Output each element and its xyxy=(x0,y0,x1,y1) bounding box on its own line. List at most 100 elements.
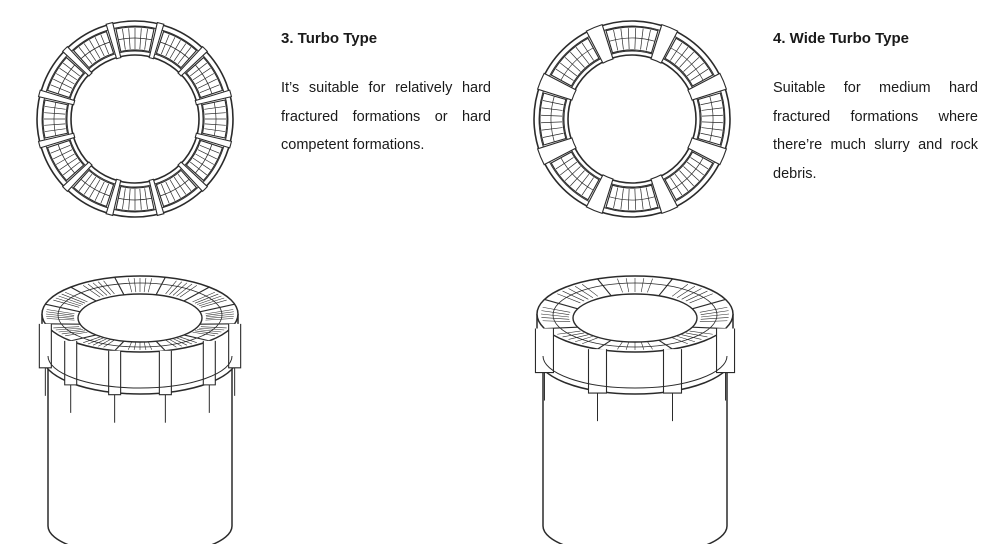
turbo-groove xyxy=(562,290,585,302)
segment-band xyxy=(160,179,190,197)
turbo-groove xyxy=(195,73,214,85)
turbo-groove xyxy=(65,331,88,337)
waterway-slot xyxy=(61,45,93,77)
turbo-groove xyxy=(542,132,564,138)
turbo-groove xyxy=(53,299,80,308)
turbo-groove xyxy=(44,106,66,110)
turbo-groove xyxy=(103,280,115,295)
turbo-groove xyxy=(179,285,198,298)
wide-turbo-type-title: 4. Wide Turbo Type xyxy=(773,30,909,47)
cutting-segment xyxy=(72,30,115,69)
turbo-groove xyxy=(44,128,66,132)
turbo-groove xyxy=(674,47,689,65)
turbo-groove xyxy=(169,339,182,347)
turbo-groove xyxy=(128,188,131,210)
turbo-groove xyxy=(647,278,653,293)
turbo-groove xyxy=(169,40,181,59)
turbo-groove xyxy=(640,28,644,50)
waterway-slot xyxy=(536,72,577,101)
turbo-groove xyxy=(189,161,207,176)
turbo-groove xyxy=(92,282,108,296)
segment-band xyxy=(709,96,714,142)
turbo-groove xyxy=(197,149,217,160)
turbo-bit-3d-diagram xyxy=(38,275,242,544)
cutting-segment xyxy=(72,169,115,208)
cutting-segment xyxy=(539,92,567,146)
turbo-groove xyxy=(53,326,80,329)
cutting-segment xyxy=(664,151,714,201)
turbo-groove xyxy=(205,311,234,316)
segment-band xyxy=(118,197,152,201)
waterway-slot xyxy=(177,161,209,193)
turbo-groove xyxy=(94,37,105,57)
turbo-groove xyxy=(701,114,723,117)
turbo-groove xyxy=(46,318,75,321)
turbo-groove xyxy=(679,51,694,68)
turbo-groove xyxy=(61,330,86,335)
turbo-groove xyxy=(199,84,220,94)
turbo-groove xyxy=(683,166,700,181)
turbo-groove xyxy=(645,187,651,209)
segment-divider xyxy=(70,334,97,342)
waterway-slot xyxy=(37,89,76,106)
segment-divider xyxy=(114,340,125,352)
turbo-groove xyxy=(128,28,131,50)
turbo-groove xyxy=(53,149,73,160)
outer-rim-inner-edge xyxy=(41,25,229,213)
turbo-type-description: It’s suitable for relatively hard fractu… xyxy=(281,80,491,153)
waterway-slot xyxy=(650,23,679,64)
cutting-segment xyxy=(201,99,228,139)
turbo-groove xyxy=(165,280,177,295)
turbo-groove xyxy=(197,78,217,89)
turbo-groove xyxy=(173,43,187,62)
segment-band xyxy=(57,64,75,94)
turbo-groove xyxy=(165,181,176,201)
turbo-groove xyxy=(541,107,563,111)
turbo-groove xyxy=(205,309,234,315)
segment-band xyxy=(670,47,704,81)
bit-body xyxy=(542,356,728,544)
waterway-slot xyxy=(105,178,122,217)
segment-band xyxy=(80,179,110,197)
turbo-groove xyxy=(199,144,220,154)
turbo-groove xyxy=(574,286,594,298)
turbo-groove xyxy=(617,341,623,350)
inner-rim xyxy=(567,54,697,184)
outer-rim-inner-edge xyxy=(538,25,726,213)
turbo-groove xyxy=(640,278,645,293)
turbo-groove xyxy=(625,278,630,293)
segment-divider xyxy=(597,278,612,297)
turbo-groove xyxy=(197,329,222,333)
turbo-groove xyxy=(55,297,81,307)
turbo-groove xyxy=(204,123,226,126)
turbo-groove xyxy=(177,173,192,191)
turbo-groove xyxy=(542,100,564,106)
turbo-groove xyxy=(555,157,574,170)
segment-divider xyxy=(544,326,578,330)
turbo-groove xyxy=(568,334,589,340)
turbo-groove xyxy=(640,188,644,210)
turbo-groove xyxy=(681,288,702,300)
turbo-groove xyxy=(645,29,651,51)
segment-band xyxy=(560,157,594,191)
turbo-groove xyxy=(173,176,187,195)
segment-band xyxy=(670,157,704,191)
turbo-groove xyxy=(176,337,193,345)
turbo-groove xyxy=(541,310,570,315)
turbo-groove xyxy=(177,47,192,65)
turbo-groove xyxy=(620,188,624,210)
turbo-groove xyxy=(56,153,75,165)
turbo-groove xyxy=(647,341,653,350)
turbo-groove xyxy=(670,42,683,61)
cutting-segment xyxy=(115,185,155,212)
turbo-groove xyxy=(204,128,226,132)
waterway-slot xyxy=(105,21,122,60)
turbo-groove xyxy=(97,281,111,295)
turbo-groove xyxy=(581,177,594,196)
turbo-groove xyxy=(581,42,594,61)
segment-band xyxy=(53,102,57,136)
segment-divider xyxy=(692,298,726,310)
turbo-groove xyxy=(625,341,630,350)
turbo-groove xyxy=(59,157,78,171)
cutting-segment xyxy=(42,99,69,139)
